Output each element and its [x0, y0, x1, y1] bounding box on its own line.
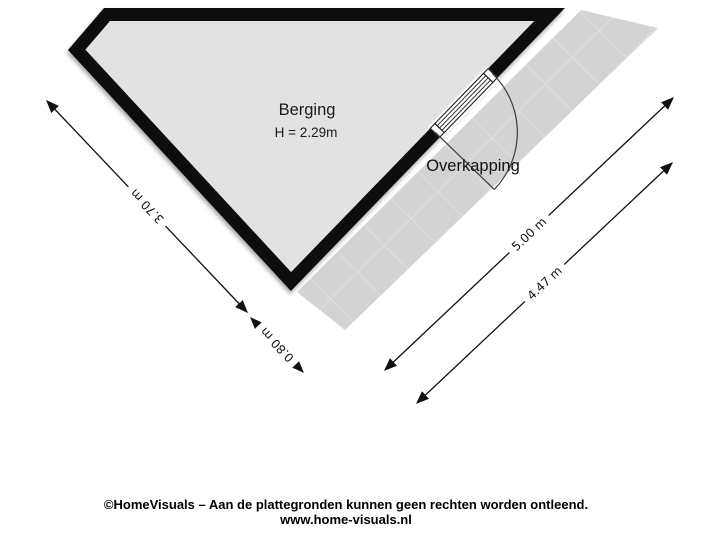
room-name-label: Berging — [279, 101, 336, 119]
room-height-label: H = 2.29m — [275, 125, 338, 140]
overkapping-label: Overkapping — [426, 157, 520, 175]
footer-disclaimer: ©HomeVisuals – Aan de plattegronden kunn… — [103, 497, 589, 512]
dimension-0-80: 0.80 m — [250, 317, 304, 373]
dimension-label: 0.80 m — [258, 325, 297, 365]
berging-room — [67, 7, 565, 291]
dimension-label-pill — [254, 321, 300, 369]
dimension-label-pill — [520, 260, 569, 306]
dimension-label-pill — [124, 182, 170, 231]
footer: ©HomeVisuals – Aan de plattegronden kunn… — [0, 497, 692, 527]
dimension-label: 5.00 m — [509, 215, 549, 254]
dimension-label: 4.47 m — [524, 264, 564, 303]
footer-website: www.home-visuals.nl — [280, 512, 412, 527]
dimension-label: 3.70 m — [128, 186, 167, 226]
